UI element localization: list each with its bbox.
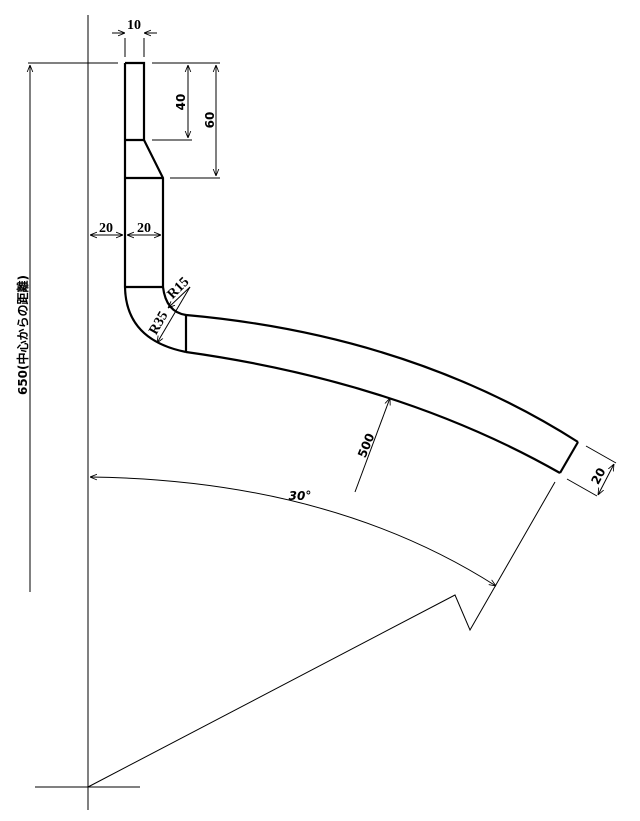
total-top-height-label: 60 <box>203 112 217 129</box>
arc-radius-label: 500 <box>355 431 377 459</box>
inner-radius-label: R15 <box>165 275 193 303</box>
center-distance-label: 650(中心からの距離) <box>15 275 30 395</box>
angle-arc <box>90 477 496 586</box>
upper-height-label: 40 <box>174 94 188 111</box>
outer-radius-label: R35 <box>146 309 171 337</box>
top-width-label: 10 <box>127 18 141 33</box>
part-outline <box>123 61 579 474</box>
tip-width-label: 20 <box>588 465 608 486</box>
angle-construction-line <box>87 481 556 788</box>
offset-left-label: 20 <box>99 221 113 236</box>
angle-label: 30° <box>289 489 312 503</box>
shank-width-label: 20 <box>137 221 151 236</box>
